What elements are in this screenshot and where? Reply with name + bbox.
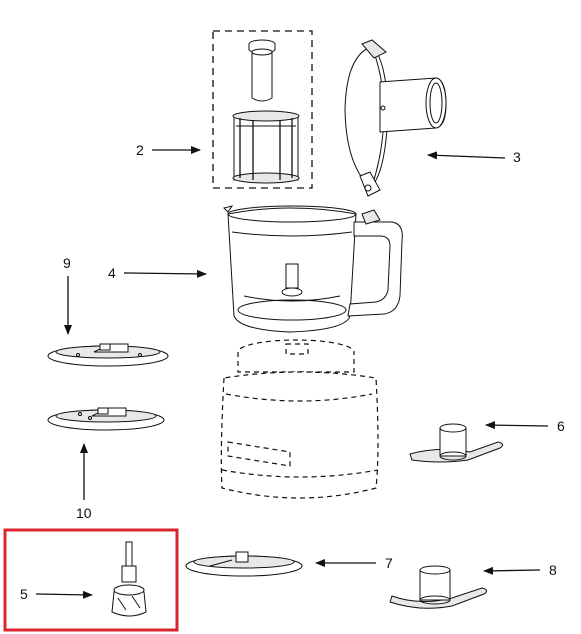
part-9-disc[interactable] — [47, 343, 169, 367]
callout-7: 7 — [385, 555, 393, 571]
part-7-disc[interactable] — [185, 551, 303, 577]
callout-3: 3 — [513, 149, 521, 165]
callout-10: 10 — [76, 505, 92, 521]
callout-8: 8 — [549, 562, 557, 578]
arrow-6 — [485, 421, 549, 430]
callout-2: 2 — [136, 142, 144, 158]
part-10-disc[interactable] — [47, 407, 165, 431]
highlight-box — [3, 528, 179, 632]
small-pusher — [248, 39, 276, 102]
callout-9: 9 — [63, 255, 71, 271]
medium-pusher — [232, 110, 300, 184]
arrow-5 — [35, 590, 93, 599]
arrow-4 — [123, 269, 207, 278]
part-5-highlight[interactable] — [3, 528, 179, 632]
part-4-work-bowl[interactable] — [223, 205, 403, 333]
callout-6: 6 — [557, 418, 565, 434]
arrow-3 — [427, 151, 506, 160]
part-2-pusher-group[interactable] — [212, 30, 313, 189]
callout-labels: 2 3 4 9 10 6 7 8 5 — [20, 142, 565, 602]
part-3-lid[interactable] — [344, 39, 447, 197]
part-6-blade[interactable] — [409, 423, 504, 463]
callout-4: 4 — [108, 265, 116, 281]
part-5-drive-adapter — [111, 541, 147, 617]
callout-arrows — [35, 146, 549, 599]
pusher-group-dashed-box — [212, 30, 313, 189]
base-unit — [220, 339, 379, 499]
arrow-8 — [483, 566, 541, 575]
part-8-dough-blade[interactable] — [389, 565, 488, 609]
callout-5: 5 — [20, 586, 28, 602]
